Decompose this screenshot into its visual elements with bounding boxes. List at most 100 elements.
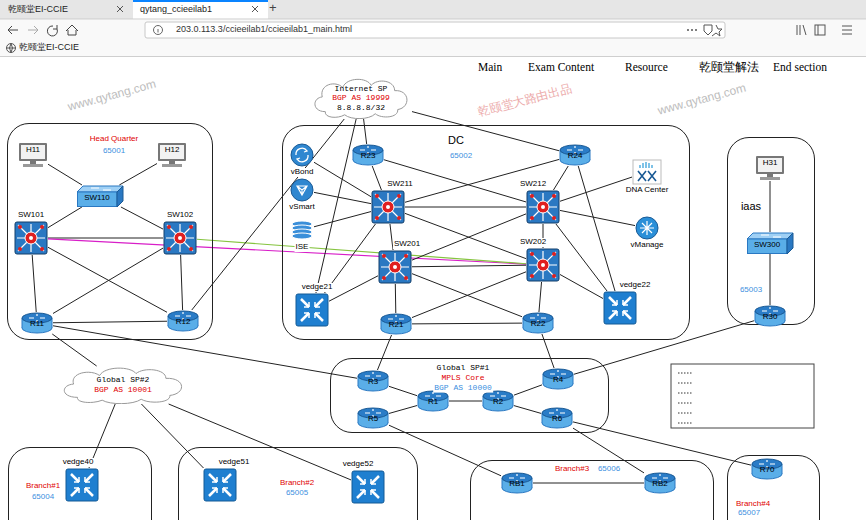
circle-shape — [382, 201, 394, 213]
circle-shape — [552, 274, 556, 278]
dna-icon — [633, 160, 661, 184]
vedge-icon — [204, 469, 236, 501]
path-shape — [91, 188, 111, 190]
circle-shape — [375, 216, 379, 220]
line-shape — [678, 393, 692, 394]
rect-shape — [133, 0, 268, 19]
device-label: R23 — [361, 152, 376, 161]
network-device: H31 — [755, 155, 785, 181]
circle-shape — [397, 194, 401, 198]
device-icon — [163, 221, 197, 255]
line-shape — [158, 29, 159, 33]
circle-shape — [174, 232, 186, 244]
l3-icon — [164, 222, 196, 254]
network-link — [770, 181, 771, 232]
circle-shape — [636, 217, 658, 239]
cloud-text: Global SP#2BGP AS 10001 — [58, 366, 188, 404]
circle-shape — [382, 254, 386, 258]
network-device: RB1 — [501, 472, 533, 494]
network-link — [560, 177, 632, 201]
network-device: SW110 — [77, 185, 123, 207]
site-label: BGP AS 10000 — [433, 384, 493, 393]
network-link — [412, 274, 522, 317]
device-icon — [290, 218, 314, 242]
rect-shape — [671, 364, 814, 428]
path-shape — [787, 233, 793, 254]
circle-shape — [393, 265, 397, 269]
network-device: vManage — [635, 216, 659, 240]
path-shape — [66, 25, 78, 35]
circle-shape — [40, 225, 44, 229]
rect-shape — [158, 143, 186, 161]
device-label: R4 — [553, 376, 563, 385]
network-link — [539, 282, 542, 312]
device-label: DNA Center — [625, 186, 670, 195]
path-shape — [704, 25, 712, 35]
device-icon — [526, 248, 560, 282]
circle-shape — [375, 194, 379, 198]
provider-cloud: Internet SPBGP AS 199998.8.8.8/32 — [310, 77, 412, 119]
circle-shape — [541, 263, 545, 267]
network-device: vSmart — [290, 178, 314, 202]
network-device: SW101 — [14, 221, 48, 255]
path-shape — [212, 477, 228, 493]
network-device: R2 — [482, 390, 514, 412]
router-icon — [543, 369, 573, 389]
device-icon — [351, 470, 385, 504]
device-icon — [203, 468, 237, 502]
page-text: Resource — [625, 61, 668, 74]
device-label: ISE — [295, 243, 310, 252]
site-label: 65002 — [449, 152, 473, 161]
vedge-icon — [296, 294, 328, 326]
network-link — [48, 207, 82, 228]
circle-shape — [530, 216, 534, 220]
rect-shape — [604, 292, 636, 324]
network-link — [329, 276, 378, 301]
network-device: vedge22 — [603, 291, 637, 325]
network-device: H11 — [18, 142, 48, 168]
l2-icon — [747, 233, 793, 254]
path-shape — [301, 299, 323, 321]
router-icon — [22, 313, 52, 333]
circle-shape — [687, 29, 689, 31]
network-link — [449, 401, 482, 402]
site-label: Branch#4 — [735, 500, 771, 509]
line-shape — [0, 19, 866, 20]
ise-icon — [291, 219, 313, 241]
network-link — [314, 192, 371, 203]
circle-shape — [18, 225, 22, 229]
device-icon — [295, 293, 329, 327]
device-label: SW201 — [393, 240, 421, 249]
line-shape — [0, 56, 866, 57]
device-label: vManage — [630, 241, 665, 250]
rect-shape — [527, 191, 559, 223]
network-device: R22 — [522, 312, 554, 334]
network-link — [181, 255, 183, 310]
network-device: R30 — [754, 305, 786, 327]
network-device: R70 — [751, 458, 783, 480]
path-shape — [529, 193, 557, 221]
network-device: vedge21 — [295, 293, 329, 327]
rect-shape — [0, 0, 866, 19]
network-device: SW211 — [371, 190, 405, 224]
path-shape — [297, 186, 307, 195]
network-link — [48, 238, 163, 239]
device-label: R70 — [760, 466, 775, 475]
rect-shape — [767, 174, 773, 177]
device-label: SW102 — [166, 211, 194, 220]
ellipse-shape — [292, 233, 312, 239]
l3-icon — [527, 249, 559, 281]
network-link — [169, 404, 351, 480]
cloud-shape — [64, 368, 181, 404]
circle-shape — [18, 247, 22, 251]
rect-shape — [296, 294, 328, 326]
rect-shape — [21, 145, 45, 159]
device-icon — [378, 250, 412, 284]
path-shape — [357, 476, 379, 498]
network-link — [389, 386, 417, 395]
device-label: vedge52 — [342, 460, 375, 469]
device-icon — [290, 178, 314, 202]
path-shape — [7, 44, 16, 53]
